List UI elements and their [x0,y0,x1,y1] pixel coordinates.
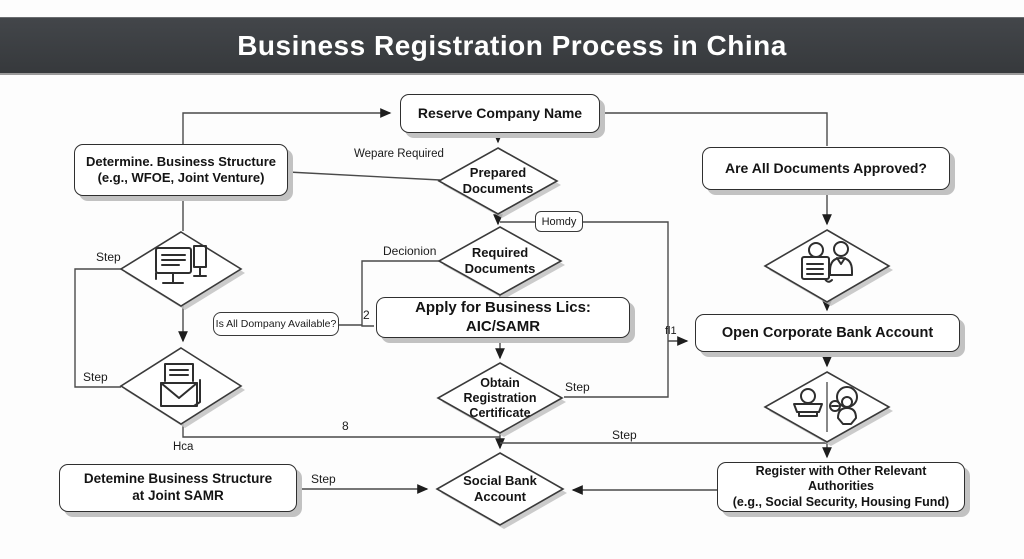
obtain-registration-certificate-label: Obtain Registration Certificate [463,375,537,420]
approval-diamond [763,229,891,303]
name-check-diamond [119,231,243,307]
edge-required-to-apply [361,260,440,327]
prepared-documents-diamond [437,147,559,215]
tag-is-all-company-available: Is All Dompany Available? [213,312,339,336]
node-apply-business-license: Apply for Business Lics: AIC/SAMR [376,297,630,338]
edge-label-step-4: Step [612,428,637,442]
edge-reserve-to-approved [600,112,828,146]
obtain-certificate-diamond [436,362,564,434]
edge-label-step-1: Step [96,250,121,264]
edge-label-decision: Decionion [383,244,437,258]
submission-diamond [119,347,243,425]
required-documents-label: Required Documents [464,245,536,276]
node-determine-structure-samr: Detemine Business Structure at Joint SAM… [59,464,297,512]
edge-submission-to-junction [182,424,500,438]
page-title: Business Registration Process in China [237,29,787,61]
computer-document-icon [149,245,213,296]
edge-label-8: 8 [342,419,349,433]
bank-teller-and-person-icon [791,384,863,435]
node-open-corporate-bank-account: Open Corporate Bank Account [695,314,960,352]
edge-label-hca: Hca [173,441,194,453]
edge-label-prepare-required: Wepare Required [354,148,444,160]
edge-label-2: 2 [363,308,370,322]
edge-label-step-3: Step [565,380,590,394]
title-bar: Business Registration Process in China [0,17,1024,75]
node-reserve-company-name: Reserve Company Name [400,94,600,133]
edge-namecheck-loop-left [74,268,121,388]
prepared-documents-label: Prepared Documents [462,165,534,196]
tag-homdy: Homdy [535,211,583,232]
edge-label-step-2: Step [83,370,108,384]
required-documents-diamond [437,226,563,296]
mail-document-icon [153,361,209,416]
node-are-all-documents-approved: Are All Documents Approved? [702,147,950,190]
edge-homdy-to-obtain-right [564,221,669,398]
edge-label-step-5: Step [311,472,336,486]
edge-determine-to-reserve [182,108,392,144]
node-determine-business-structure: Determine. Business Structure (e.g., WFO… [74,144,288,196]
social-bank-diamond [435,452,565,526]
node-register-other-authorities: Register with Other Relevant Authorities… [717,462,965,512]
edge-determine-to-prepared [287,171,441,181]
edge-label-fl1: fl1 [665,325,677,337]
people-document-icon [799,241,857,296]
social-bank-account-label: Social Bank Account [463,473,537,504]
